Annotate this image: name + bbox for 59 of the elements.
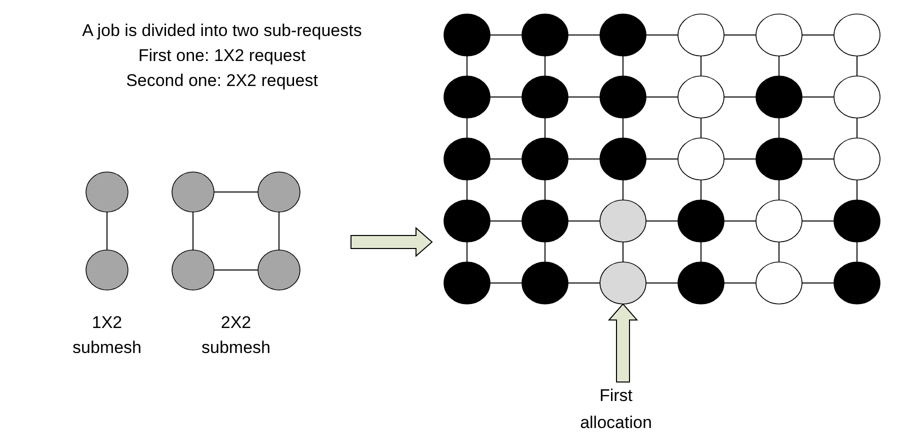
connector-line xyxy=(490,158,522,160)
connector-line xyxy=(544,242,546,262)
connector-line xyxy=(802,158,834,160)
connector-line xyxy=(544,180,546,200)
block-arrow xyxy=(608,303,638,382)
connector-line xyxy=(568,220,600,222)
caption-text: First allocation xyxy=(579,385,653,434)
connector-line xyxy=(568,282,600,284)
connector-line xyxy=(466,56,468,76)
connector-line xyxy=(278,212,280,250)
connector-line xyxy=(646,34,678,36)
connector-line xyxy=(646,282,678,284)
connector-line xyxy=(700,56,702,76)
connector-line xyxy=(724,158,756,160)
heading-text: A job is divided into two sub-requests xyxy=(82,20,362,42)
connector-line xyxy=(568,158,600,160)
connector-line xyxy=(700,118,702,138)
connector-line xyxy=(622,118,624,138)
connector-line xyxy=(778,242,780,262)
connector-line xyxy=(622,56,624,76)
connector-line xyxy=(490,282,522,284)
connector-line xyxy=(724,34,756,36)
connector-line xyxy=(802,282,834,284)
heading-text: First one: 1X2 request xyxy=(138,45,306,67)
connector-line xyxy=(778,118,780,138)
caption-text: 2X2 submesh xyxy=(200,312,272,359)
connector-line xyxy=(856,180,858,200)
connector-line xyxy=(856,56,858,76)
connector-line xyxy=(724,282,756,284)
connector-line xyxy=(802,34,834,36)
connector-line xyxy=(568,96,600,98)
connector-line xyxy=(802,96,834,98)
connector-line xyxy=(622,180,624,200)
connector-line xyxy=(544,118,546,138)
connector-line xyxy=(192,212,194,250)
connector-line xyxy=(622,242,624,262)
connector-line xyxy=(544,56,546,76)
connector-line xyxy=(646,96,678,98)
connector-line xyxy=(724,96,756,98)
heading-text: Second one: 2X2 request xyxy=(126,70,318,92)
connector-line xyxy=(724,220,756,222)
connector-line xyxy=(490,220,522,222)
connector-line xyxy=(778,56,780,76)
connector-line xyxy=(106,212,108,250)
connector-line xyxy=(466,180,468,200)
connector-line xyxy=(646,158,678,160)
connector-line xyxy=(700,242,702,262)
connector-line xyxy=(856,242,858,262)
connector-line xyxy=(490,34,522,36)
caption-text: 1X2 submesh xyxy=(72,312,142,359)
connector-line xyxy=(802,220,834,222)
connector-line xyxy=(466,242,468,262)
connector-line xyxy=(568,34,600,36)
connector-line xyxy=(490,96,522,98)
connector-line xyxy=(856,118,858,138)
connector-line xyxy=(646,220,678,222)
connector-line xyxy=(778,180,780,200)
connector-line xyxy=(700,180,702,200)
connector-line xyxy=(466,118,468,138)
